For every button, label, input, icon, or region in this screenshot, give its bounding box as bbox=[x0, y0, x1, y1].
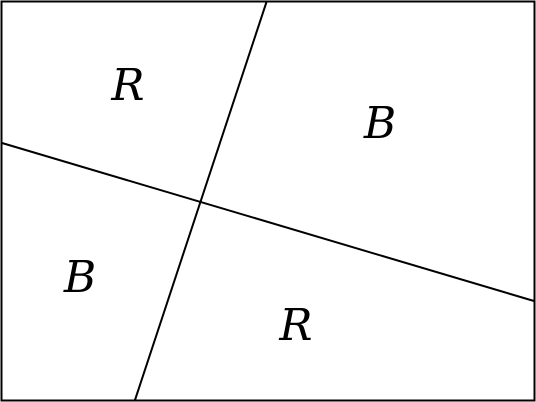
shallow-dividing-line bbox=[1, 142, 535, 302]
region-label-top-right: B bbox=[363, 98, 396, 149]
region-label-top-left: R bbox=[110, 60, 144, 111]
region-label-bottom-right: R bbox=[278, 300, 312, 351]
region-label-bottom-left: B bbox=[63, 252, 96, 303]
